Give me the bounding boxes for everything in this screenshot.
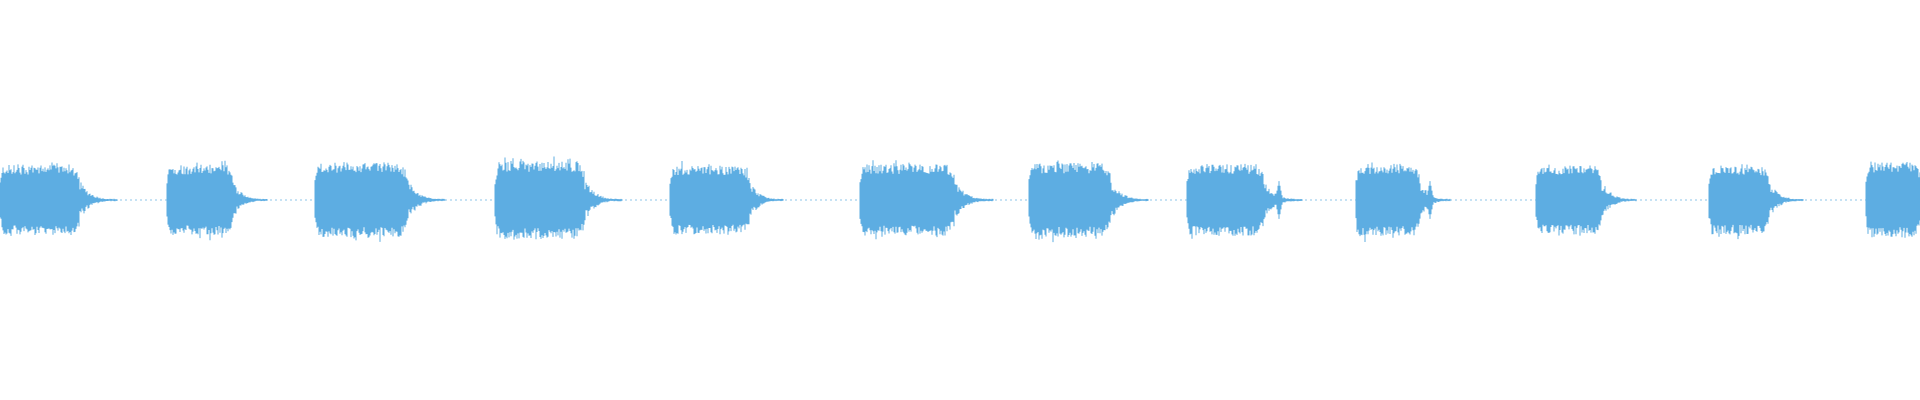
waveform-burst-10 bbox=[1535, 164, 1637, 236]
waveform-burst-path bbox=[494, 156, 623, 240]
waveform-burst-11 bbox=[1708, 164, 1804, 240]
waveform-burst-1 bbox=[0, 162, 118, 236]
waveform-burst-7 bbox=[1028, 160, 1149, 243]
waveform-burst-path bbox=[1186, 163, 1303, 239]
waveform-burst-path bbox=[314, 162, 446, 242]
waveform-burst-3 bbox=[314, 162, 446, 242]
waveform-burst-path bbox=[1865, 161, 1920, 238]
waveform-burst-path bbox=[166, 160, 268, 241]
waveform-burst-path bbox=[1028, 160, 1149, 243]
waveform-burst-path bbox=[0, 162, 118, 236]
waveform-burst-8 bbox=[1186, 163, 1303, 239]
waveform-burst-path bbox=[669, 161, 784, 235]
waveform-burst-6 bbox=[859, 160, 994, 240]
waveform-burst-2 bbox=[166, 160, 268, 241]
waveform-burst-path bbox=[1708, 164, 1804, 240]
waveform-burst-4 bbox=[494, 156, 623, 240]
waveform-burst-path bbox=[1535, 164, 1637, 236]
waveform-burst-path bbox=[859, 160, 994, 240]
waveform-burst-path bbox=[1355, 162, 1451, 242]
waveform-burst-12 bbox=[1865, 161, 1920, 238]
waveform-burst-9 bbox=[1355, 162, 1451, 242]
waveform-burst-5 bbox=[669, 161, 784, 235]
